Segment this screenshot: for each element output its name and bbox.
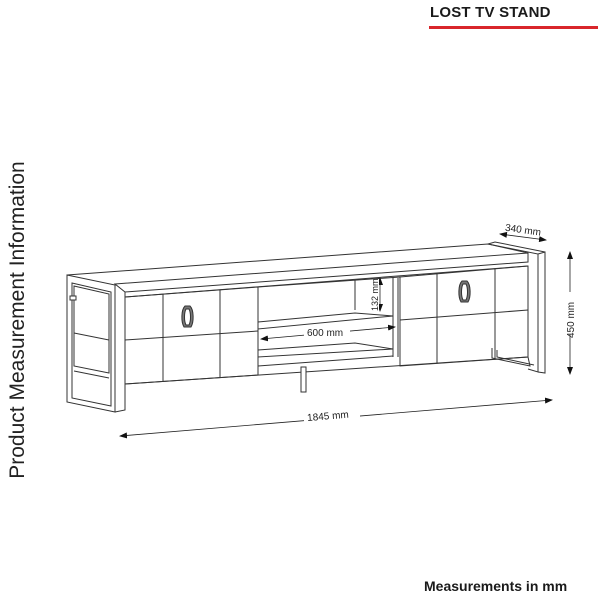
height-dimension-label: 450 mm bbox=[566, 302, 577, 338]
left-side-frame bbox=[66, 274, 126, 413]
right-side-frame bbox=[487, 241, 546, 374]
depth-dimension-line bbox=[499, 231, 547, 243]
top-panel bbox=[113, 252, 529, 293]
product-title: LOST TV STAND bbox=[430, 4, 551, 21]
depth-dimension-label: 340 mm bbox=[504, 223, 541, 239]
shelf-width-dimension-label: 600 mm bbox=[307, 328, 343, 339]
title-underline bbox=[429, 26, 598, 29]
center-leg bbox=[300, 366, 307, 393]
units-note: Measurements in mm bbox=[424, 578, 568, 594]
right-door bbox=[399, 265, 529, 367]
left-door bbox=[124, 286, 259, 385]
width-dimension-label: 1845 mm bbox=[307, 410, 349, 424]
shelf-height-dimension-label: 132 mm bbox=[370, 278, 380, 311]
